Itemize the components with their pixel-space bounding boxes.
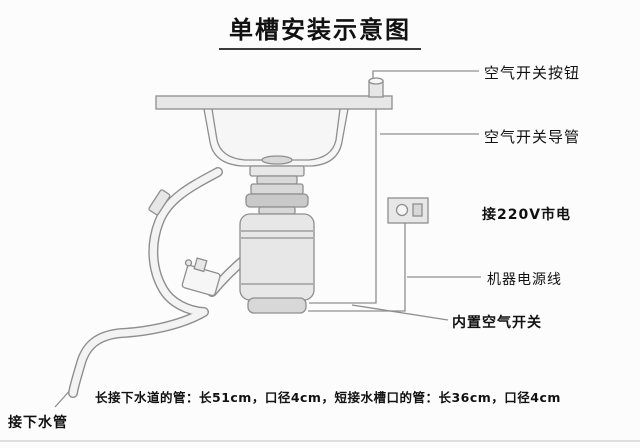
outlet-plug xyxy=(412,203,423,217)
label-air-switch-tube: 空气开关导管 xyxy=(484,128,581,146)
disposal-unit xyxy=(239,213,315,314)
sink-basin xyxy=(203,108,349,167)
leader-lines xyxy=(54,70,481,408)
hose-fitting xyxy=(181,257,221,297)
fitting-bolt xyxy=(184,259,193,267)
fitting-screw xyxy=(193,257,208,273)
button-cap xyxy=(368,77,384,85)
flange-ring-1 xyxy=(249,165,305,177)
leader-air-switch-button xyxy=(372,70,479,80)
air-switch-button-shape xyxy=(368,77,384,98)
power-outlet xyxy=(387,197,429,224)
label-air-switch-button: 空气开关按钮 xyxy=(484,64,581,82)
countertop xyxy=(155,95,393,110)
outlet-socket xyxy=(395,203,409,217)
disposal-body xyxy=(239,213,315,301)
label-mains-220v: 接220V市电 xyxy=(482,207,572,223)
power-cord-shape xyxy=(308,223,406,312)
label-drain-pipe: 接下水管 xyxy=(8,415,68,431)
drain-hole xyxy=(261,155,293,165)
flange-ring-2 xyxy=(256,175,298,185)
hose-fill xyxy=(69,168,222,397)
label-power-cord: 机器电源线 xyxy=(487,272,562,288)
leader-built-in-air-switch xyxy=(351,304,449,321)
mounting-flange xyxy=(245,165,309,215)
air-switch-tube-shape xyxy=(309,109,377,304)
flange-ring-3 xyxy=(250,183,304,195)
drain-hose xyxy=(68,167,251,398)
diagram-title: 单槽安装示意图 xyxy=(219,10,421,50)
mount-collar xyxy=(245,193,309,208)
label-built-in-air-switch: 内置空气开关 xyxy=(452,315,542,331)
hose-clamp xyxy=(148,189,171,216)
pipe-spec-note: 长接下水道的管：长51cm，口径4cm，短接水槽口的管：长36cm，口径4cm xyxy=(95,390,561,405)
flange-neck xyxy=(258,206,296,215)
disposal-base xyxy=(247,297,307,314)
